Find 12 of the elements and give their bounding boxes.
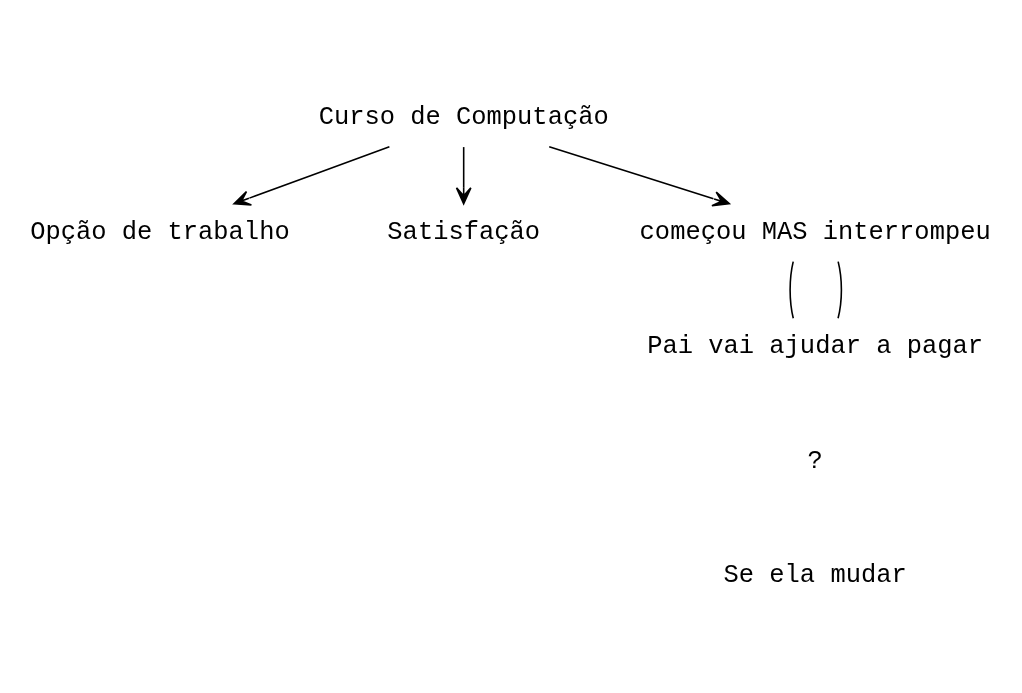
node-text: começou MAS interrompeu	[639, 217, 991, 247]
node-text: Curso de Computação	[318, 102, 609, 132]
arrow	[455, 145, 472, 204]
node-text: Opção de trabalho	[30, 217, 290, 247]
node-text: Pai vai ajudar a pagar	[647, 331, 984, 361]
arrow	[548, 145, 731, 206]
connector	[837, 260, 843, 319]
label: ?	[807, 446, 823, 476]
label: Se ela mudar	[723, 560, 907, 590]
connector	[789, 260, 795, 319]
arrow	[233, 145, 391, 206]
node-text: Satisfação	[387, 217, 541, 247]
